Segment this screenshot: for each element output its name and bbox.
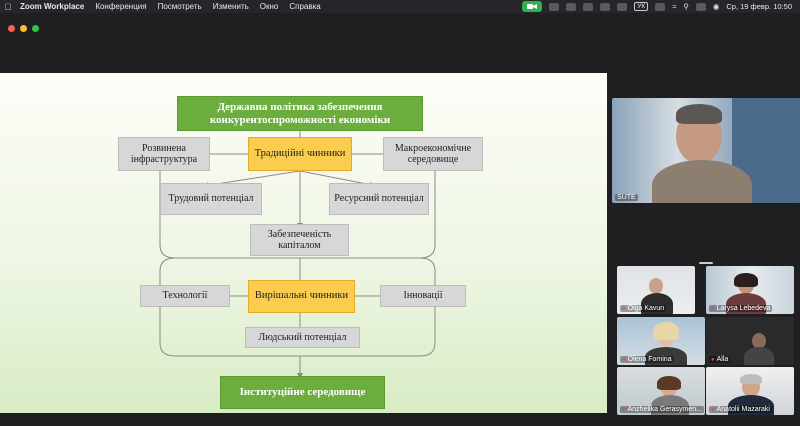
participant-name: ●Larysa Lebedeva: [709, 305, 773, 312]
zoom-status-icon[interactable]: [549, 2, 560, 11]
participant-name: ●Alla: [709, 356, 731, 363]
camera-on-icon[interactable]: [522, 1, 543, 12]
close-icon[interactable]: [8, 25, 15, 32]
video-tile-olena-fomina[interactable]: ●Olena Fomina: [617, 317, 705, 365]
main-video-tile[interactable]: SUTE: [612, 98, 800, 203]
menu-clock[interactable]: Ср, 19 февр. 10:50: [726, 2, 792, 11]
skype-icon[interactable]: [600, 2, 611, 11]
mic-muted-icon: ●: [711, 406, 715, 413]
control-center-icon[interactable]: [695, 2, 706, 11]
gallery-pill: [699, 262, 713, 264]
video-tile-anzhelika-gerasymenko[interactable]: ●Anzhelika Gerasymen...: [617, 367, 705, 415]
menu-edit[interactable]: Изменить: [212, 2, 249, 11]
minimize-icon[interactable]: [20, 25, 27, 32]
menu-view[interactable]: Посмотреть: [157, 2, 202, 11]
institutional-box: Інституційне середовище: [220, 376, 385, 409]
participant-name-main: SUTE: [615, 194, 638, 201]
macro-environment-box: Макроекономічне середовище: [383, 137, 483, 171]
window-controls: [8, 25, 39, 32]
display-icon[interactable]: [617, 2, 628, 11]
menu-window[interactable]: Окно: [259, 2, 279, 11]
timer-icon[interactable]: [583, 2, 594, 11]
mic-muted-icon: ●: [622, 305, 626, 312]
participant-name: ●Olga Kavun: [620, 305, 667, 312]
labor-potential-box: Трудовий потенціал: [160, 183, 262, 215]
participant-name: ●Olena Fomina: [620, 356, 674, 363]
decisive-factors-box: Вирішальні чинники: [248, 280, 355, 313]
menu-conference[interactable]: Конференция: [95, 2, 147, 11]
title-box: Державна політика забезпечення конкурент…: [177, 96, 423, 131]
siri-icon[interactable]: ◉: [712, 2, 720, 11]
infrastructure-box: Розвинена інфраструктура: [118, 137, 210, 171]
innovation-box: Інновації: [380, 285, 466, 307]
screen-icon[interactable]: [566, 2, 577, 11]
wifi-icon[interactable]: ≈: [672, 2, 677, 11]
video-tile-anatolii-mazaraki[interactable]: ●Anatolii Mazaraki: [706, 367, 794, 415]
mic-muted-icon: ●: [711, 305, 715, 312]
mic-muted-icon: ●: [622, 356, 626, 363]
shared-slide: Державна політика забезпечення конкурент…: [0, 73, 607, 413]
apple-icon[interactable]: : [0, 2, 16, 12]
participant-name: ●Anatolii Mazaraki: [709, 406, 772, 413]
mic-muted-icon: ●: [622, 406, 626, 413]
zoom-icon[interactable]: [32, 25, 39, 32]
technology-box: Технології: [140, 285, 230, 307]
battery-icon[interactable]: [655, 2, 666, 11]
mic-muted-icon: ●: [711, 356, 715, 363]
search-icon[interactable]: ⚲: [683, 2, 689, 11]
menu-app-name[interactable]: Zoom Workplace: [20, 2, 85, 11]
human-potential-box: Людський потенціал: [245, 327, 360, 348]
participants-panel: SUTE ●Olga Kavun ●Larysa Lebedeva ●Olena…: [607, 13, 800, 426]
video-tile-olga-kavun[interactable]: ●Olga Kavun: [617, 266, 695, 314]
resource-potential-box: Ресурсний потенціал: [329, 183, 429, 215]
menu-help[interactable]: Справка: [289, 2, 321, 11]
traditional-factors-box: Традиційні чинники: [248, 137, 352, 171]
capital-box: Забезпеченість капіталом: [250, 224, 349, 256]
keyboard-layout[interactable]: УК: [634, 2, 649, 11]
video-tile-larysa-lebedeva[interactable]: ●Larysa Lebedeva: [706, 266, 794, 314]
video-tile-alla[interactable]: ●Alla: [706, 317, 794, 365]
participant-name: ●Anzhelika Gerasymen...: [620, 406, 704, 413]
menu-bar:  Zoom Workplace Конференция Посмотреть …: [0, 0, 800, 13]
